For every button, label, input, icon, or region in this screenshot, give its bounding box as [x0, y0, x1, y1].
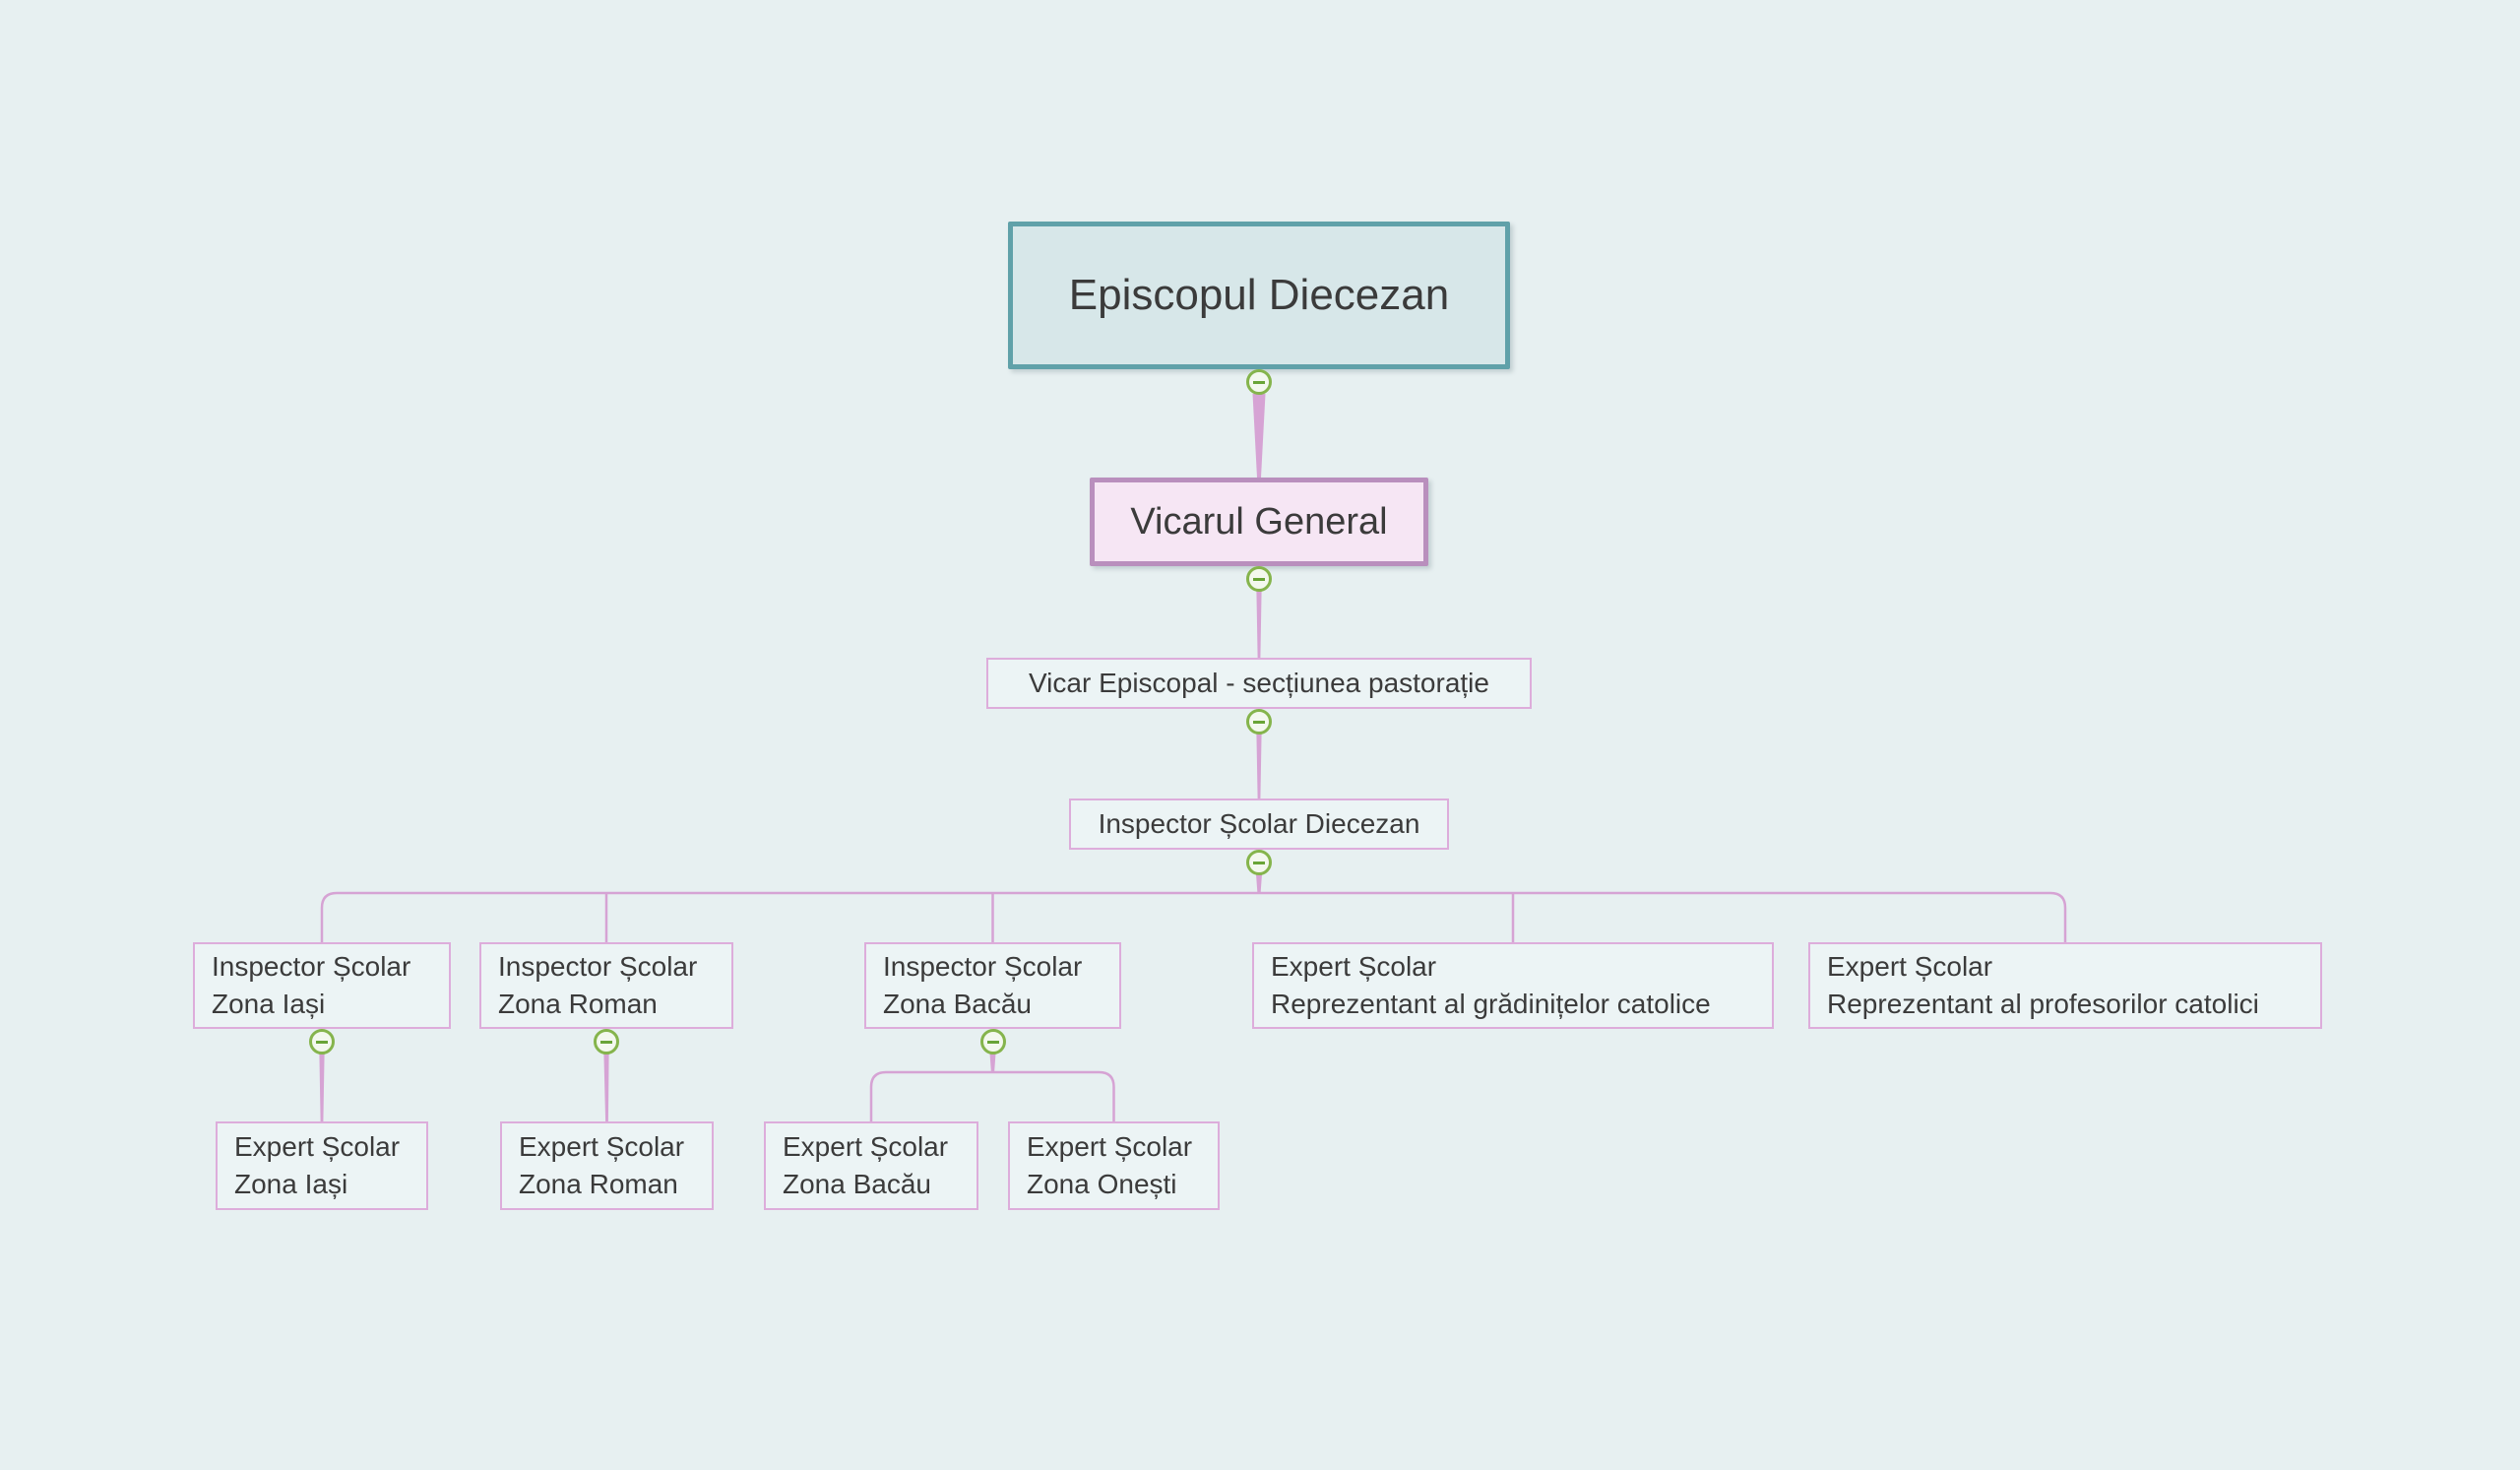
org-node-label: Zona Bacău — [783, 1169, 931, 1199]
collapse-icon[interactable] — [1246, 709, 1272, 735]
org-node-label: Vicarul General — [1130, 501, 1388, 543]
org-node-label: Zona Iași — [234, 1169, 348, 1199]
minus-glyph — [1253, 861, 1265, 864]
org-node-label: Expert Școlar — [1827, 951, 1993, 982]
minus-glyph — [1253, 720, 1265, 724]
org-node-label: Inspector Școlar Diecezan — [1098, 808, 1420, 839]
minus-glyph — [986, 1040, 999, 1044]
org-node-label: Zona Iași — [212, 989, 326, 1019]
collapse-icon[interactable] — [594, 1029, 619, 1055]
minus-glyph — [316, 1040, 328, 1044]
collapse-icon[interactable] — [1246, 566, 1272, 592]
minus-glyph — [600, 1040, 612, 1044]
org-node-inspector-scolar-diecezan[interactable]: Inspector Școlar Diecezan — [1069, 799, 1449, 850]
minus-glyph — [1253, 577, 1265, 581]
org-node-label: Expert Școlar — [1271, 951, 1437, 982]
org-node-label: Expert Școlar — [783, 1131, 949, 1162]
org-node-label: Reprezentant al grădinițelor catolice — [1271, 989, 1711, 1019]
org-node-label: Zona Onești — [1027, 1169, 1177, 1199]
minus-glyph — [1253, 380, 1265, 384]
org-node-label: Zona Roman — [519, 1169, 678, 1199]
org-node-vicarul-general[interactable]: Vicarul General — [1090, 478, 1428, 566]
org-node-label: Zona Bacău — [883, 989, 1032, 1019]
org-node-label: Expert Școlar — [519, 1131, 685, 1162]
org-node-episcopul-diecezan[interactable]: Episcopul Diecezan — [1008, 222, 1510, 369]
org-node-label: Episcopul Diecezan — [1068, 271, 1450, 319]
org-node-label: Expert Școlar — [1027, 1131, 1193, 1162]
org-node-label: Inspector Școlar — [883, 951, 1083, 982]
org-node-label: Inspector Școlar — [212, 951, 411, 982]
collapse-icon[interactable] — [979, 1029, 1006, 1055]
collapse-icon[interactable] — [1246, 369, 1272, 395]
collapse-icon[interactable] — [1246, 850, 1272, 875]
org-node-label: Vicar Episcopal - secțiunea pastorație — [1029, 668, 1489, 698]
org-node-label: Inspector Școlar — [498, 951, 698, 982]
org-node-label: Expert Școlar — [234, 1131, 401, 1162]
org-node-vicar-episcopal-pastoratie[interactable]: Vicar Episcopal - secțiunea pastorație — [986, 658, 1532, 709]
org-node-label: Zona Roman — [498, 989, 658, 1019]
collapse-icon[interactable] — [309, 1029, 335, 1055]
org-node-label: Reprezentant al profesorilor catolici — [1827, 989, 2259, 1019]
